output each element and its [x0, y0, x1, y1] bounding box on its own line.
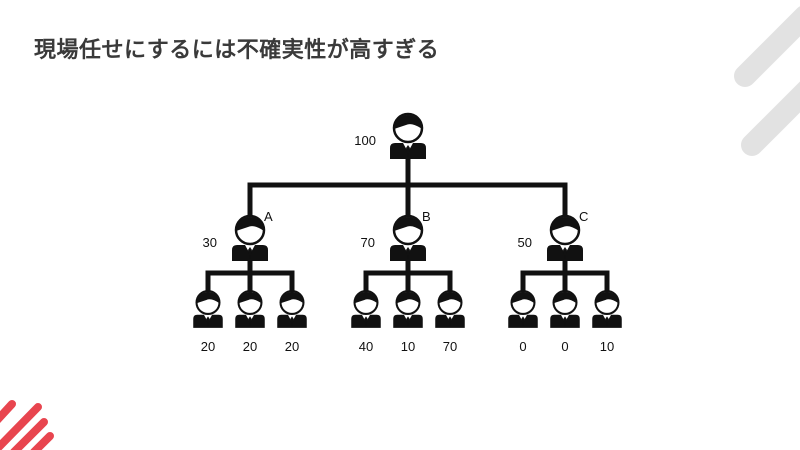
people [193, 112, 622, 328]
group-label-A: A [264, 209, 273, 224]
member-value-A-0: 20 [201, 339, 215, 354]
member-value-C-2: 10 [600, 339, 614, 354]
group-value-B: 70 [361, 235, 375, 250]
person-icon-group-A [232, 214, 268, 261]
member-value-C-0: 0 [519, 339, 526, 354]
root-value: 100 [354, 133, 376, 148]
person-icon-member-C-1 [550, 289, 580, 328]
person-icon-member-B-2 [435, 289, 465, 328]
person-icon-member-C-2 [592, 289, 622, 328]
member-value-B-2: 70 [443, 339, 457, 354]
connector-lines [205, 158, 610, 293]
bottom-left-red-stripes [0, 400, 54, 450]
person-icon-root [390, 112, 426, 159]
person-icon-member-B-1 [393, 289, 423, 328]
member-value-C-1: 0 [561, 339, 568, 354]
person-icon-member-A-1 [235, 289, 265, 328]
member-value-A-1: 20 [243, 339, 257, 354]
group-value-C: 50 [518, 235, 532, 250]
person-icon-group-B [390, 214, 426, 261]
slide-title: 現場任せにするには不確実性が高すぎる [34, 38, 440, 63]
top-right-gray-stripes [734, 6, 800, 156]
member-value-B-1: 10 [401, 339, 415, 354]
member-value-A-2: 20 [285, 339, 299, 354]
person-icon-member-B-0 [351, 289, 381, 328]
person-icon-member-A-0 [193, 289, 223, 328]
person-icon-group-C [547, 214, 583, 261]
member-value-B-0: 40 [359, 339, 373, 354]
person-icon-member-C-0 [508, 289, 538, 328]
group-label-B: B [422, 209, 431, 224]
group-value-A: 30 [203, 235, 217, 250]
person-icon-member-A-2 [277, 289, 307, 328]
group-label-C: C [579, 209, 588, 224]
